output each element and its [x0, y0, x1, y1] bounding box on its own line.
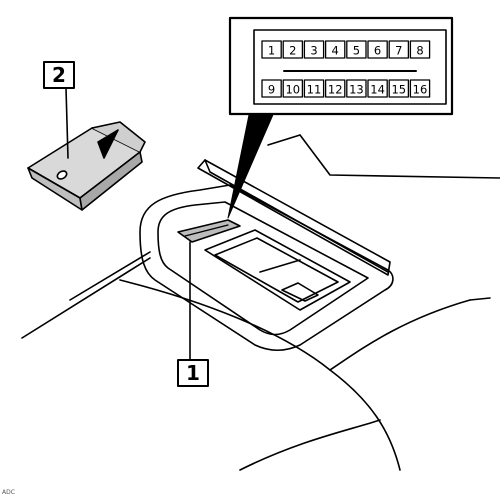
dlc3-connector-slot	[184, 224, 229, 237]
callout-2-box	[43, 61, 75, 89]
pin-1: 1	[261, 40, 282, 59]
tray-line	[259, 259, 301, 273]
pin-cell	[261, 40, 282, 59]
pin-4: 4	[324, 40, 346, 59]
pin-10: 10	[282, 79, 304, 98]
pin-11: 11	[303, 79, 325, 98]
pin-number: 7	[395, 44, 402, 58]
pin-number: 8	[416, 44, 423, 58]
connector-pointer	[227, 109, 276, 219]
pin-16: 16	[409, 79, 431, 98]
pin-cell	[388, 79, 410, 98]
console-side-curve	[329, 299, 471, 371]
pin-5: 5	[346, 40, 367, 59]
pin-number: 3	[310, 44, 317, 58]
pin-cell	[261, 79, 282, 98]
storage-bin-rim	[157, 201, 369, 336]
pin-7: 7	[388, 40, 410, 59]
pin-6: 6	[367, 40, 388, 59]
pin-number: 16	[413, 83, 428, 97]
figure-code: ADC	[2, 489, 15, 496]
callout-1-label: 1	[186, 361, 200, 385]
callout-2-label: 2	[52, 63, 66, 87]
cover-back-lip	[91, 121, 146, 153]
pin-cell	[367, 40, 388, 59]
pin-number: 15	[391, 83, 406, 97]
callout-2: 2	[43, 61, 75, 159]
pin-cell	[303, 79, 325, 98]
pin-number: 1	[268, 44, 275, 58]
storage-tray-floor	[214, 237, 339, 303]
pin-number: 4	[332, 44, 339, 58]
callout-2-leader	[65, 87, 69, 159]
cover-side-face	[79, 151, 143, 211]
pin-number: 11	[307, 83, 322, 97]
pin-cell	[324, 79, 346, 98]
pin-13: 13	[346, 79, 367, 98]
pin-number: 12	[328, 83, 343, 97]
console-side-end	[469, 297, 491, 301]
pin-2: 2	[282, 40, 304, 59]
bottom-pin-row: 9 10 11 12 13 14 15 16	[261, 79, 431, 98]
console-rear-edge	[299, 134, 500, 179]
console-bottom-curve	[239, 419, 381, 471]
pin-cell	[303, 40, 325, 59]
lid-hinge-strip-inner	[204, 159, 389, 273]
pin-12: 12	[324, 79, 346, 98]
center-console	[21, 134, 500, 471]
pin-cell	[282, 40, 304, 59]
lid-hinge-strip	[197, 159, 391, 276]
console-rear-edge-top	[267, 134, 301, 146]
callout-1: 1	[177, 241, 209, 387]
console-lower-curve	[119, 279, 401, 471]
storage-tray	[204, 229, 351, 311]
pin-cell	[409, 40, 431, 59]
pin-8: 8	[409, 40, 431, 59]
cover-part	[27, 121, 146, 211]
console-left-edge	[21, 257, 151, 339]
callout-1-box	[177, 359, 209, 387]
pin-number: 6	[374, 44, 381, 58]
pin-15: 15	[388, 79, 410, 98]
tray-notch	[281, 282, 319, 302]
pin-number: 13	[349, 83, 364, 97]
pin-number: 10	[285, 83, 300, 97]
console-left-edge-inner	[69, 251, 151, 301]
pin-cell	[282, 79, 304, 98]
pin-number: 5	[353, 44, 360, 58]
dlc3-connector-body	[177, 219, 241, 243]
cover-hole-icon	[56, 170, 68, 180]
pin-3: 3	[303, 40, 325, 59]
pin-cell	[346, 79, 367, 98]
pin-cell	[409, 79, 431, 98]
pin-cell	[388, 40, 410, 59]
pin-number: 14	[370, 83, 385, 97]
pin-number: 9	[268, 83, 275, 97]
pin-14: 14	[367, 79, 388, 98]
pin-9: 9	[261, 79, 282, 98]
pin-cell	[324, 40, 346, 59]
pin-cell	[346, 40, 367, 59]
pin-number: 2	[289, 44, 296, 58]
arrow-icon	[97, 129, 119, 159]
pin-cell	[367, 79, 388, 98]
storage-bin-frame	[139, 184, 394, 352]
